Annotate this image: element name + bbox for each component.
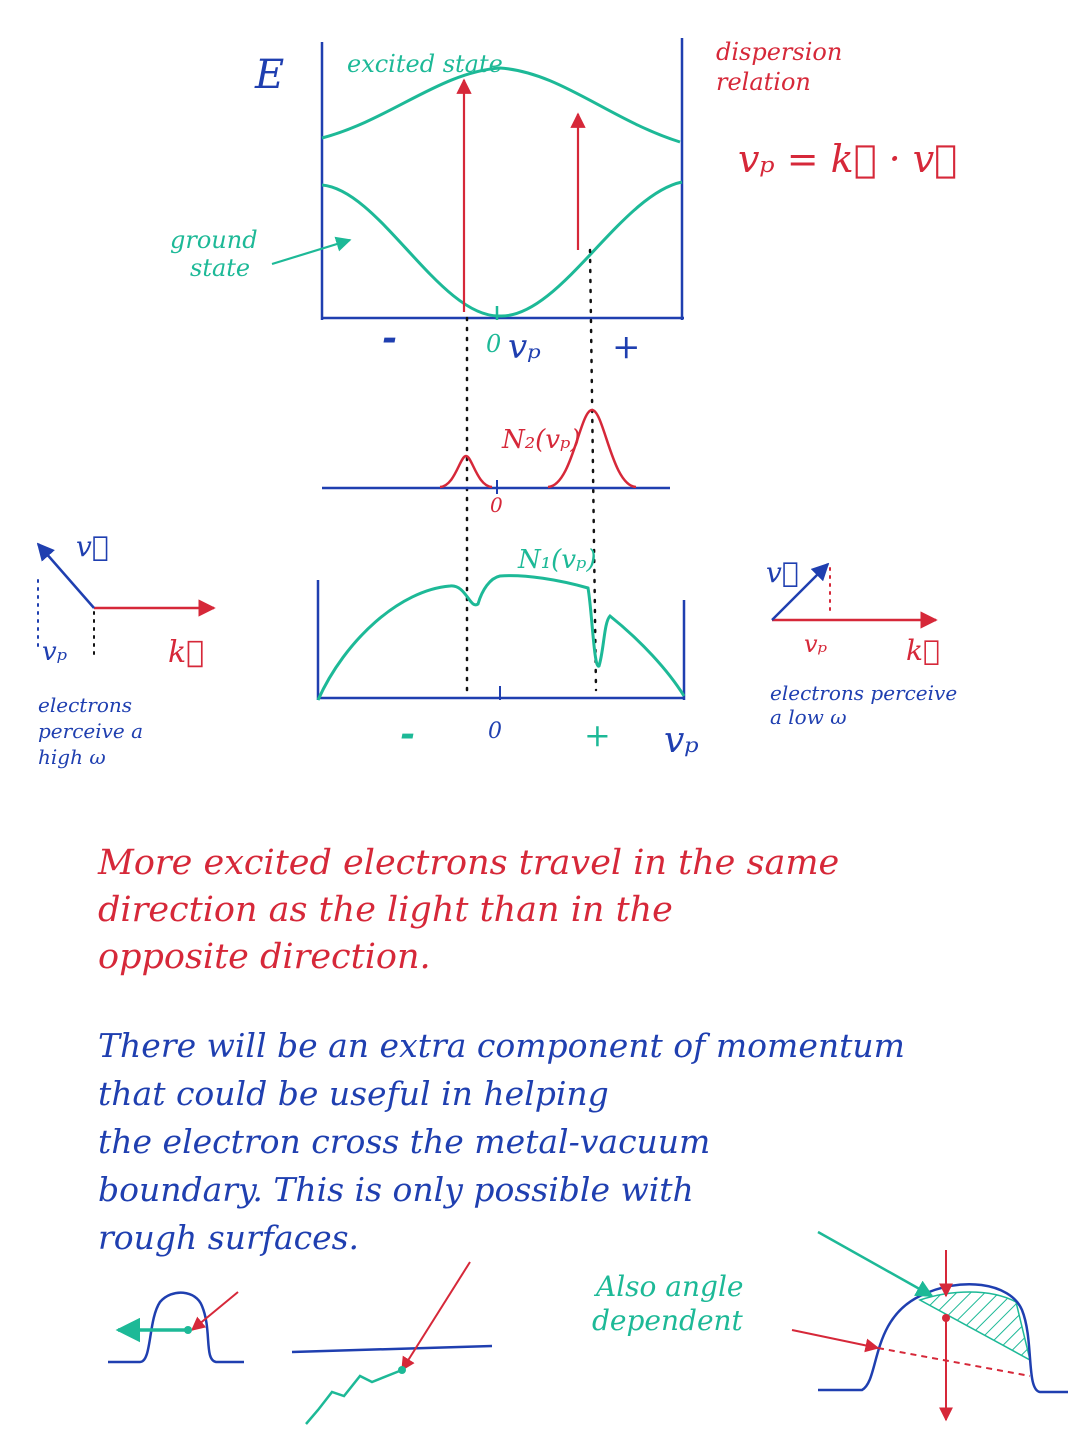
n2-distribution-plot: N₂(vₚ) 0 bbox=[322, 410, 670, 517]
n1-curve bbox=[318, 576, 684, 700]
bump-absorption-dot bbox=[184, 1326, 192, 1334]
right-v-label: v⃗ bbox=[766, 556, 799, 589]
n1-tick-plus: + bbox=[584, 716, 611, 754]
n2-tick-zero: 0 bbox=[490, 493, 503, 517]
conclusion-text-blue: There will be an extra component of mome… bbox=[98, 1022, 1058, 1262]
n2-label: N₂(vₚ) bbox=[501, 425, 581, 455]
dome-dashed-extension bbox=[878, 1348, 1030, 1376]
n1-label: N₁(vₚ) bbox=[517, 545, 597, 575]
dome-absorption-dot bbox=[942, 1314, 950, 1322]
flat-incoming-light bbox=[402, 1262, 470, 1370]
conclusion-text-red: More excited electrons travel in the sam… bbox=[98, 840, 998, 981]
ground-state-curve bbox=[322, 182, 682, 316]
excited-state-curve bbox=[322, 68, 680, 142]
n1-distribution-plot: N₁(vₚ) - 0 + vₚ bbox=[318, 545, 699, 761]
left-k-label: k⃗ bbox=[168, 635, 204, 670]
left-vp-label: vₚ bbox=[42, 637, 67, 667]
excited-state-label: excited state bbox=[347, 50, 503, 78]
flat-surface-line bbox=[292, 1346, 492, 1352]
tick-minus: - bbox=[382, 317, 397, 359]
n1-tick-zero: 0 bbox=[488, 719, 502, 744]
ground-label-pointer bbox=[272, 240, 350, 264]
hatched-region bbox=[920, 1292, 1030, 1360]
note-pointer-arrow bbox=[792, 1330, 878, 1348]
dispersion-formula: vₚ = k⃗ · v⃗ bbox=[738, 137, 957, 181]
right-k-label: k⃗ bbox=[906, 634, 940, 667]
vp-axis-label: vₚ bbox=[508, 327, 541, 367]
n1-vp-label: vₚ bbox=[664, 720, 699, 761]
n1-tick-minus: - bbox=[400, 713, 415, 755]
energy-axis-label: E bbox=[254, 52, 284, 98]
tick-zero: 0 bbox=[486, 330, 501, 358]
right-vp-label: vₚ bbox=[804, 630, 828, 658]
bump-incoming-light bbox=[192, 1292, 238, 1330]
left-v-label: v⃗ bbox=[76, 530, 109, 563]
electron-path-zigzag bbox=[306, 1370, 402, 1424]
tick-plus: + bbox=[612, 327, 641, 367]
